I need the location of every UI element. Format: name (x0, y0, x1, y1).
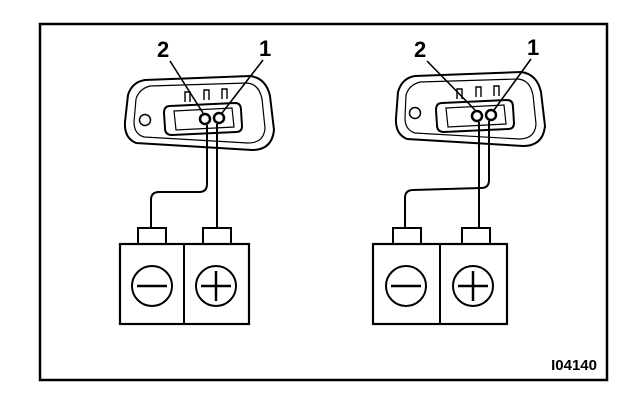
right-leader-2 (426, 60, 476, 111)
right-assembly: 2 1 (371, 35, 547, 326)
diagram-frame (38, 22, 609, 382)
right-terminal-2 (470, 109, 484, 123)
right-pin-label-2: 2 (414, 37, 426, 62)
right-leader-1 (493, 58, 532, 111)
figure-code: I04140 (551, 357, 597, 374)
right-battery (371, 227, 509, 326)
right-pin-label-1: 1 (527, 35, 539, 60)
right-wire-negative (404, 121, 490, 228)
right-negative-terminal-icon (385, 265, 427, 307)
left-leader-2 (169, 60, 204, 114)
left-pin-label-1: 1 (259, 36, 271, 61)
right-mounting-hole (408, 106, 422, 120)
left-battery (118, 227, 251, 326)
right-connector (394, 70, 547, 148)
left-wire-negative (150, 125, 208, 228)
left-assembly: 2 1 (118, 36, 276, 326)
left-connector (123, 74, 276, 152)
left-pin-label-2: 2 (157, 37, 169, 62)
left-terminal-2 (198, 112, 212, 126)
left-leader-1 (221, 59, 264, 114)
right-terminal-1 (484, 108, 498, 122)
left-negative-terminal-icon (131, 265, 173, 307)
left-mounting-hole (138, 113, 152, 127)
right-positive-terminal-icon (452, 265, 494, 307)
left-positive-terminal-icon (195, 265, 237, 307)
left-terminal-1 (212, 111, 226, 125)
